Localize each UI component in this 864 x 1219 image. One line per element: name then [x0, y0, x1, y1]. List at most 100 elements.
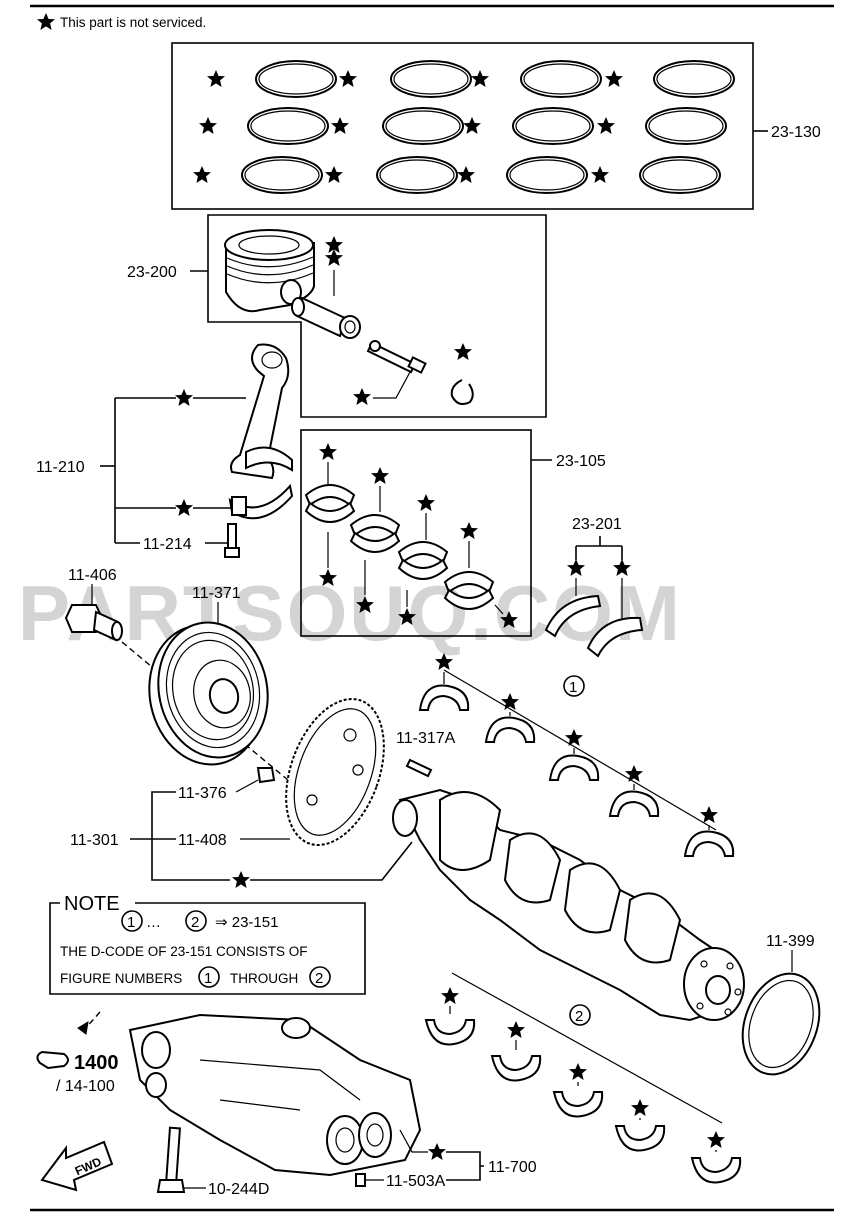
piston-ring: [241, 156, 323, 194]
timing-plate[interactable]: [268, 686, 403, 859]
label-11-371[interactable]: 11-371: [192, 585, 241, 602]
main-bearing-upper: [548, 754, 600, 781]
piston-ring-inner: [250, 110, 326, 142]
star-icon: [507, 1021, 525, 1038]
callout-2: 2: [569, 1004, 591, 1026]
star-icon: [707, 1131, 725, 1148]
svg-text:…: …: [146, 914, 161, 931]
spring-pin[interactable]: 11-317A: [396, 730, 456, 778]
piston-ring: [247, 107, 329, 145]
star-icon: [700, 806, 718, 823]
piston-assembly[interactable]: 23-200: [127, 214, 547, 418]
star-icon: [591, 166, 609, 183]
svg-text:1: 1: [204, 970, 212, 987]
piston-ring: [520, 60, 602, 98]
timing-plate-bolt[interactable]: 11-376: [178, 767, 276, 802]
label-23-201[interactable]: 23-201: [572, 516, 622, 533]
conrod-bearings: [304, 443, 518, 628]
label-23-130[interactable]: 23-130: [771, 124, 821, 141]
label-1400[interactable]: 1400: [74, 1052, 119, 1074]
piston-oil-part: [366, 340, 427, 374]
piston-ring: [506, 156, 588, 194]
piston-ring: [376, 156, 458, 194]
pulley-bolt[interactable]: 11-406: [64, 567, 123, 642]
oil-pump-balancer[interactable]: 11-700 11-503A: [128, 1013, 537, 1190]
main-bearing-lower: [552, 1091, 604, 1118]
bearing-upper-half: [397, 541, 449, 564]
label-11-700[interactable]: 11-700: [488, 1159, 537, 1176]
svg-text:THROUGH: THROUGH: [230, 971, 298, 986]
star-icon: [207, 70, 225, 87]
label-10-244D[interactable]: 10-244D: [208, 1181, 269, 1198]
piston-ring-inner: [515, 110, 591, 142]
crankshaft-group[interactable]: 11-301 11-408: [70, 791, 413, 888]
piston-ring: [512, 107, 594, 145]
piston-ring-inner: [642, 159, 718, 191]
main-bearings-upper[interactable]: 1: [418, 653, 735, 857]
main-bearing-upper: [608, 790, 660, 817]
rear-oil-seal[interactable]: 11-399: [729, 933, 832, 1085]
bearing-upper-half: [349, 514, 401, 537]
piston-ring-set[interactable]: 23-130: [171, 42, 821, 210]
note-title: NOTE: [64, 893, 120, 915]
reference-1400[interactable]: 1400 / 14-100: [36, 1011, 119, 1095]
piston-ring-inner: [656, 63, 732, 95]
piston-ring-inner: [244, 159, 320, 191]
label-11-406[interactable]: 11-406: [68, 567, 117, 584]
label-11-210[interactable]: 11-210: [36, 459, 85, 476]
snap-ring: [450, 379, 474, 405]
piston-ring: [653, 60, 735, 98]
star-icon: [199, 117, 217, 134]
bearing-lower-half: [443, 588, 495, 610]
star-icon: [441, 987, 459, 1004]
svg-text:1: 1: [569, 679, 577, 696]
main-bearing-lower: [424, 1019, 476, 1046]
oil-pump-bolt[interactable]: 10-244D: [156, 1126, 269, 1198]
label-11-408[interactable]: 11-408: [178, 832, 227, 849]
star-icon: [569, 1063, 587, 1080]
piston-ring-inner: [258, 63, 334, 95]
svg-text:2: 2: [191, 914, 199, 931]
star-icon: [371, 467, 389, 484]
piston-ring-inner: [523, 63, 599, 95]
star-icon: [339, 70, 357, 87]
star-icon: [501, 693, 519, 710]
crankshaft[interactable]: [392, 788, 745, 1022]
connecting-rod-bolt: [224, 523, 240, 558]
thrust-washer-lower: [586, 616, 644, 658]
piston: [224, 229, 315, 313]
conrod-bearing-set[interactable]: 23-105: [300, 429, 606, 637]
label-11-399[interactable]: 11-399: [766, 933, 815, 950]
main-bearing-upper: [683, 830, 735, 857]
piston-ring-set-box: [171, 42, 754, 210]
label-23-200[interactable]: 23-200: [127, 264, 177, 281]
star-icon: [460, 522, 478, 539]
thrust-washer-upper: [544, 594, 602, 638]
label-11-301[interactable]: 11-301: [70, 832, 119, 849]
star-icon: [625, 765, 643, 782]
label-11-376[interactable]: 11-376: [178, 785, 227, 802]
svg-text:1: 1: [127, 914, 135, 931]
crankshaft-pulley[interactable]: 11-371: [137, 585, 280, 775]
star-icon: [331, 117, 349, 134]
watermark: PARTSOUQ.COM: [18, 569, 682, 657]
label-14-100[interactable]: / 14-100: [56, 1078, 115, 1095]
label-11-317A[interactable]: 11-317A: [396, 730, 456, 747]
label-11-214[interactable]: 11-214: [143, 536, 192, 553]
label-11-503A[interactable]: 11-503A: [386, 1173, 446, 1190]
star-icon: [457, 166, 475, 183]
main-bearings-lower[interactable]: 2: [424, 972, 742, 1184]
piston-ring-inner: [393, 63, 469, 95]
star-icon: [471, 70, 489, 87]
piston-ring: [639, 156, 721, 194]
star-icon: [417, 494, 435, 511]
star-icon: [319, 443, 337, 460]
connecting-rod-assembly[interactable]: 11-210 11-214: [36, 343, 294, 558]
main-bearing-lower: [614, 1125, 666, 1152]
label-23-105[interactable]: 23-105: [556, 453, 606, 470]
hand-pointer-icon: [36, 1050, 69, 1070]
star-icon: [325, 166, 343, 183]
thrust-washers[interactable]: 23-201: [544, 516, 644, 658]
